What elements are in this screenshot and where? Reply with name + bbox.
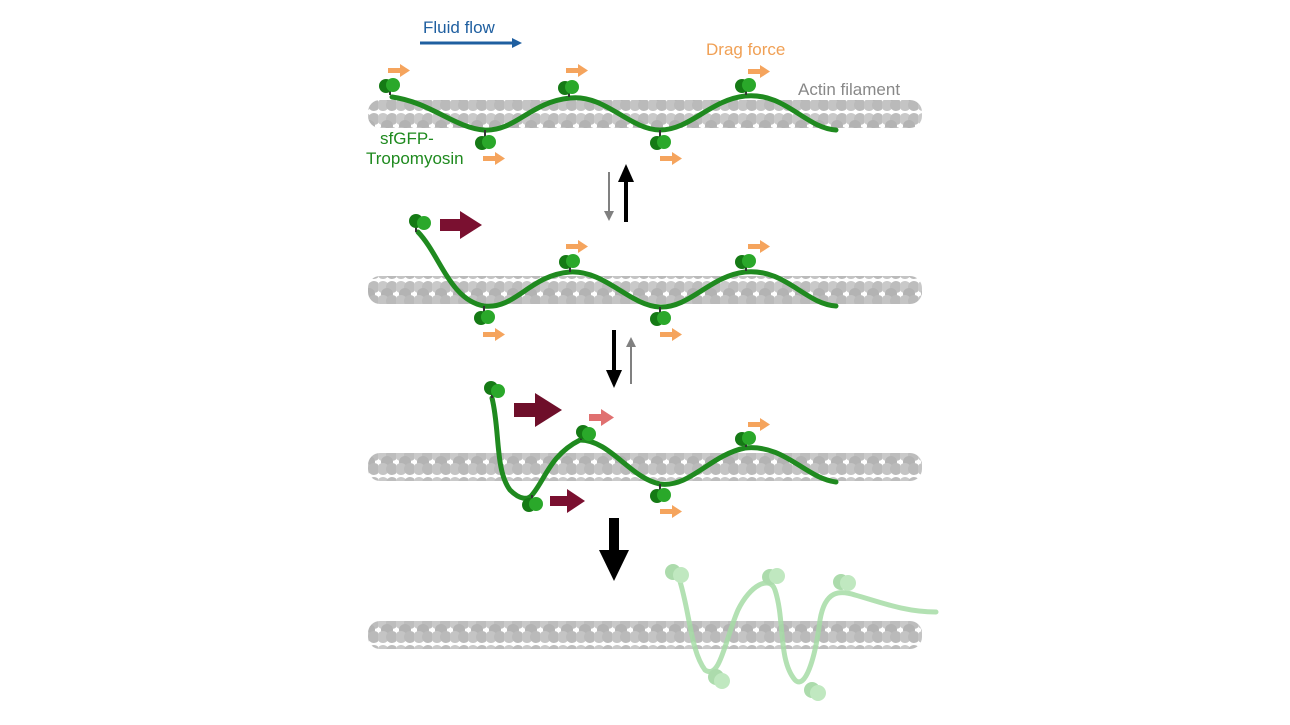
gfp-molecule-icon — [708, 669, 730, 689]
drag-force-arrow-icon — [748, 418, 770, 431]
gfp-molecule-icon — [665, 564, 689, 583]
drag-force-arrow-icon — [748, 240, 770, 253]
drag-force-arrow-icon — [483, 152, 505, 165]
sfgfp-label-line1: sfGFP- — [380, 129, 434, 148]
gfp-molecule-icon — [576, 425, 596, 441]
stage-4-fully-detached — [665, 564, 939, 701]
tropomyosin-strand — [389, 93, 839, 133]
drag-force-arrow-icon — [748, 65, 770, 78]
strong-drag-arrow-icon — [550, 489, 585, 513]
drag-force-arrow-icon — [566, 64, 588, 77]
gfp-molecule-icon — [650, 130, 671, 150]
actin-filament-1 — [368, 100, 922, 128]
gfp-molecule-icon — [475, 130, 496, 150]
drag-force-arrow-icon — [566, 240, 588, 253]
drag-force-arrow-icon — [483, 328, 505, 341]
actin-filament-4 — [368, 621, 922, 649]
gfp-molecule-icon — [409, 214, 431, 232]
gfp-molecule-icon — [650, 307, 671, 326]
stage-2-end-detached — [409, 211, 839, 341]
gfp-molecule-icon — [735, 254, 756, 271]
sfgfp-label-line2: Tropomyosin — [366, 149, 464, 168]
stage-1-bound — [379, 64, 839, 165]
drag-force-arrow-icon — [660, 505, 682, 518]
gfp-molecule-icon — [379, 78, 400, 95]
stage-3-partially-detached — [484, 381, 839, 518]
strong-drag-arrow-icon — [440, 211, 482, 239]
gfp-molecule-icon — [558, 80, 579, 97]
actin-filament-label: Actin filament — [798, 80, 900, 99]
gfp-molecule-icon — [735, 78, 756, 95]
transition-arrows-1-2 — [604, 164, 634, 222]
fluid-flow-arrow-icon — [420, 38, 522, 48]
drag-force-arrow-icon — [388, 64, 410, 77]
transition-arrows-2-3 — [606, 330, 636, 388]
gfp-molecule-icon — [474, 306, 495, 325]
gfp-molecule-icon — [522, 495, 543, 512]
gfp-molecule-icon — [735, 431, 756, 447]
medium-drag-arrow-icon — [589, 409, 614, 426]
tropomyosin-strand — [489, 395, 839, 501]
strong-drag-arrow-icon — [514, 393, 562, 427]
gfp-molecule-icon — [650, 484, 671, 503]
gfp-molecule-icon — [804, 682, 826, 701]
gfp-molecule-icon — [559, 254, 580, 272]
drag-force-arrow-icon — [660, 328, 682, 341]
tropomyosin-strand — [415, 229, 839, 310]
actin-filament-3 — [368, 453, 922, 481]
gfp-molecule-icon — [762, 568, 785, 585]
gfp-molecule-icon — [484, 381, 505, 398]
drag-force-label: Drag force — [706, 40, 785, 59]
gfp-molecule-icon — [833, 574, 856, 591]
fluid-flow-label: Fluid flow — [423, 18, 496, 37]
transition-arrow-3-4 — [599, 518, 629, 581]
tropomyosin-strand — [675, 572, 939, 685]
drag-force-arrow-icon — [660, 152, 682, 165]
